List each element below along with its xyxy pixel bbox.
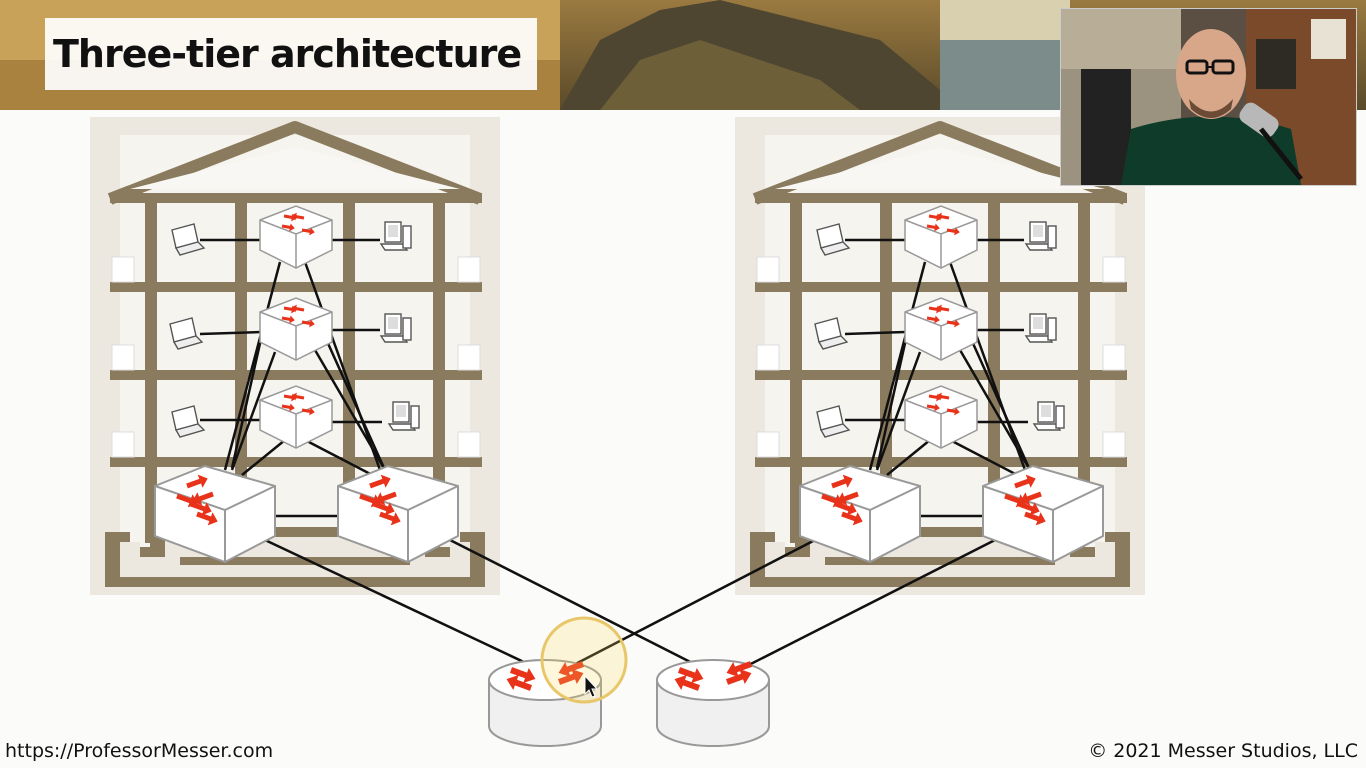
pointer-highlight	[540, 616, 628, 704]
desktop-computer-icon	[1025, 313, 1057, 343]
footer-url: https://ProfessorMesser.com	[5, 740, 274, 762]
links-core	[264, 538, 996, 674]
slide-title: Three-tier architecture	[53, 32, 522, 76]
links-left-building	[199, 238, 387, 518]
network-diagram	[0, 110, 1366, 747]
mouse-pointer-icon	[584, 674, 599, 698]
desktop-computer-icon	[388, 401, 420, 431]
desktop-computer-icon	[1033, 401, 1065, 431]
presenter-webcam	[1060, 8, 1357, 186]
footer-copyright: © 2021 Messer Studios, LLC	[1088, 740, 1358, 762]
desktop-computer-icon	[380, 313, 412, 343]
desktop-computer-icon	[380, 221, 412, 251]
desktop-computer-icon	[1025, 221, 1057, 251]
core-router-icon	[656, 655, 770, 747]
slide-title-box: Three-tier architecture	[45, 18, 537, 90]
links-right-building	[844, 238, 1032, 518]
